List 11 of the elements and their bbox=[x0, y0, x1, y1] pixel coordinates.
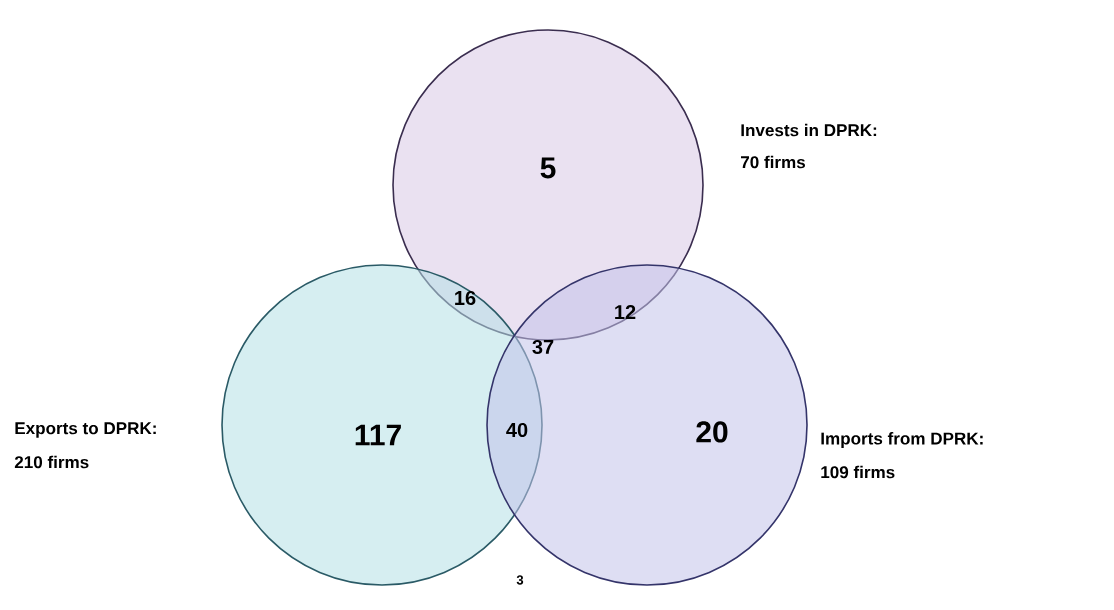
count-label: 12 bbox=[615, 305, 636, 319]
count-label: 16 bbox=[455, 290, 476, 306]
set-label: Exports to DPRK: bbox=[15, 422, 156, 438]
set-label: 109 firms bbox=[821, 465, 895, 479]
count-label: 3 bbox=[516, 575, 524, 585]
set-label: 70 firms bbox=[741, 155, 805, 169]
count-label: 37 bbox=[532, 339, 554, 355]
set-label: Imports from DPRK: bbox=[821, 432, 983, 448]
set-label: Invests in DPRK: bbox=[741, 123, 877, 137]
count-label: 40 bbox=[506, 422, 528, 438]
set-label: 210 firms bbox=[14, 455, 89, 469]
